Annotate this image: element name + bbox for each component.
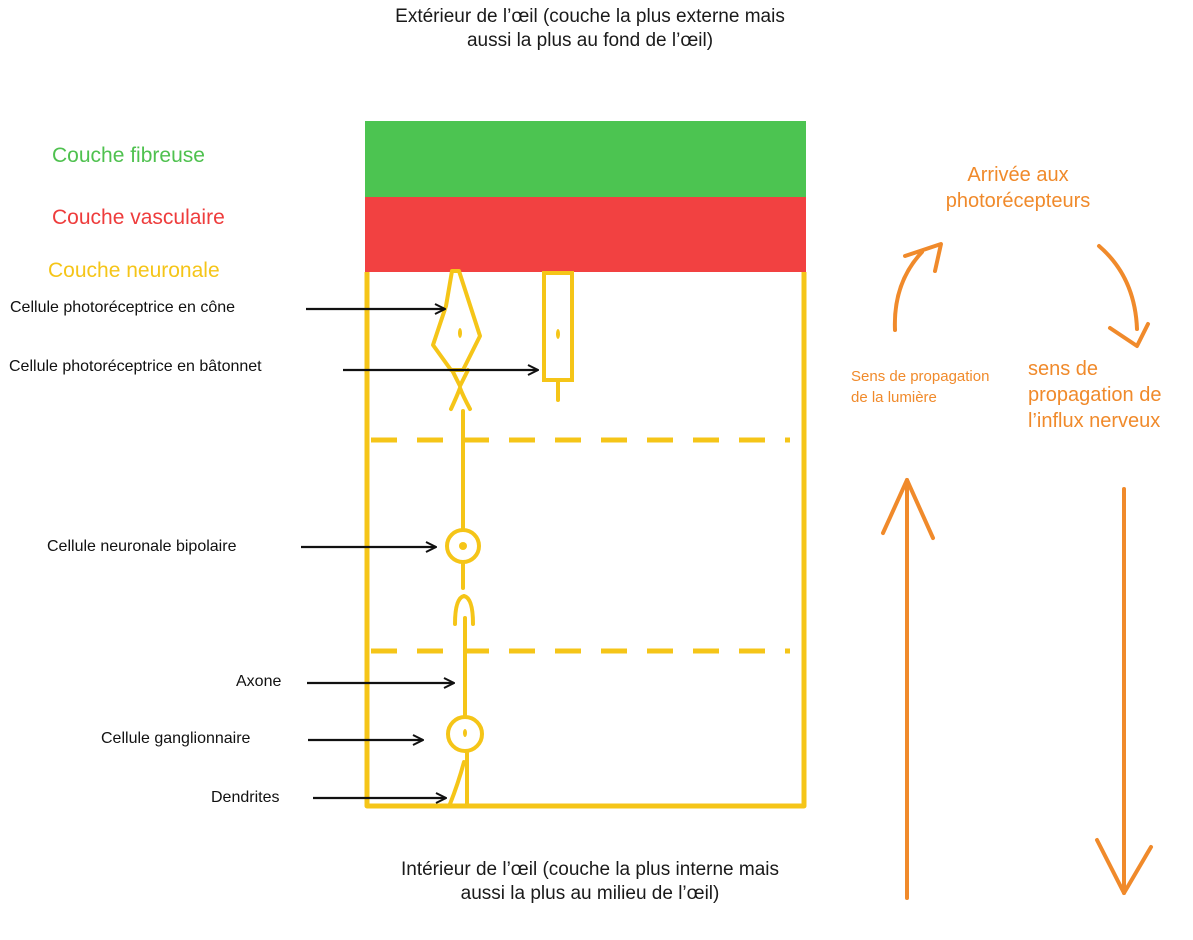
axon-label: Axone (236, 673, 282, 690)
neural-layer-label: Couche neuronale (48, 259, 220, 282)
vascular-layer-label: Couche vasculaire (52, 206, 225, 229)
curve-up-arrow (892, 250, 924, 332)
neuron-chain (445, 382, 484, 806)
light-direction-label: Sens de propagation de la lumière (851, 368, 990, 407)
cone-cell-label: Cellule photoréceptrice en cône (10, 299, 236, 316)
vascular-layer (365, 197, 806, 272)
rod-cell-label: Cellule photoréceptrice en bâtonnet (9, 358, 262, 375)
cone-cell (431, 269, 482, 388)
rod-cell (542, 271, 574, 402)
label-arrows (301, 309, 538, 798)
arrival-photoreceptors-label: Arrivée aux photorécepteurs (945, 164, 1091, 212)
ganglion-nucleus (463, 729, 467, 737)
orange-arrows (881, 242, 1153, 900)
dendrites-label: Dendrites (211, 789, 280, 806)
inner-eye-caption: Intérieur de l’œil (couche la plus inter… (400, 859, 780, 905)
curve-down-arrow (1097, 244, 1139, 331)
neural-layer (364, 272, 807, 809)
fibrous-layer (365, 121, 806, 198)
nerve-direction-label: sens de propagation de l’influx nerveux (1028, 358, 1162, 432)
fibrous-layer-label: Couche fibreuse (52, 144, 205, 167)
outer-eye-caption: Extérieur de l’œil (couche la plus exter… (395, 6, 785, 52)
bipolar-cell-label: Cellule neuronale bipolaire (47, 538, 237, 555)
ganglion-cell-label: Cellule ganglionnaire (101, 730, 251, 747)
bipolar-nucleus (459, 542, 467, 550)
layer-separators (371, 437, 790, 654)
